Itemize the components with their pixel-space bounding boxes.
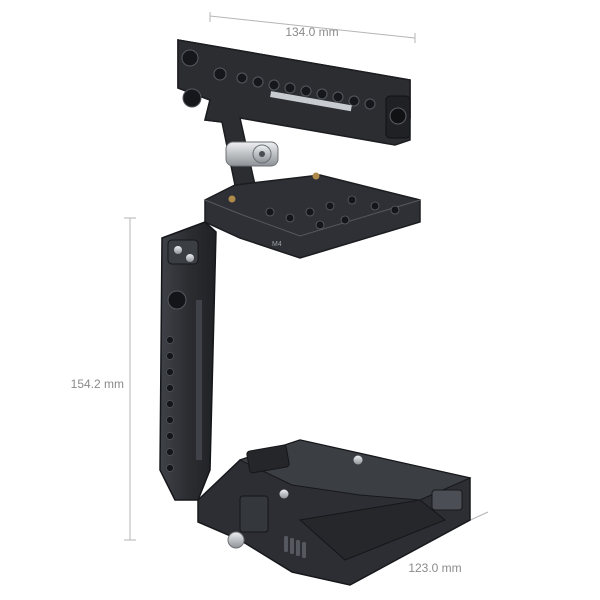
handle-holes — [181, 49, 376, 110]
base-plate — [197, 439, 472, 586]
engraving-label: M4 — [272, 241, 282, 248]
clamp-knob — [225, 141, 279, 167]
base-grip-ridges — [284, 536, 306, 558]
dimension-top: 134.0 mm — [209, 12, 416, 43]
top-handle — [177, 39, 411, 186]
dimension-top-label: 134.0 mm — [285, 25, 338, 39]
dimension-left: 154.2 mm — [71, 217, 136, 541]
dimension-left-label: 154.2 mm — [71, 377, 124, 391]
top-plate: M4 — [204, 172, 421, 259]
side-arm — [159, 221, 217, 501]
dimension-bottom-label: 123.0 mm — [408, 561, 461, 575]
